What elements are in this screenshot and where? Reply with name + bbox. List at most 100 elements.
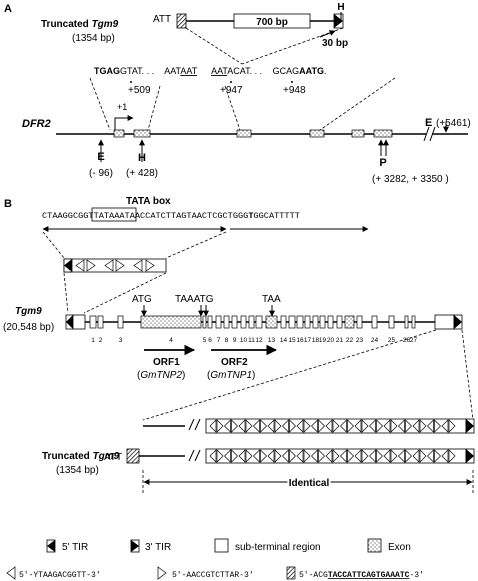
left-motif-triangle — [412, 449, 420, 463]
taa2-label: TAA — [262, 294, 281, 305]
exon-number-label: 1 — [91, 337, 95, 344]
legend-subterminal-icon — [214, 538, 229, 553]
tgm9-exon-10 — [240, 315, 247, 329]
truncated-size: (1354 bp) — [72, 33, 115, 44]
tgm9-exon-2 — [97, 315, 104, 329]
tgm9-exon-3 — [117, 315, 124, 329]
legend: 5' TIR 3' TIR sub-terminal region Exon 5… — [6, 538, 424, 580]
panel-b-letter: B — [4, 198, 12, 210]
exon-number-label: 14 — [280, 337, 288, 344]
tgm9-exon-15 — [288, 315, 296, 329]
tgm9-exon-1 — [89, 315, 97, 329]
left-motif-triangle — [209, 419, 217, 433]
left-motif-triangle — [209, 449, 217, 463]
tgm9-exon-20 — [327, 315, 334, 329]
legend-subterminal: sub-terminal region — [235, 542, 321, 553]
att-label: ATT — [153, 14, 171, 25]
exon-number-label: 13 — [268, 337, 276, 344]
e2-site-label: E — [425, 117, 432, 129]
exon-number-label: 9 — [233, 337, 237, 344]
tir-3prime-triangle — [334, 14, 343, 28]
right-motif-triangle — [405, 419, 412, 433]
truncated-subterminal — [205, 448, 475, 464]
dfr2-exon — [113, 129, 125, 138]
left-motif-triangle — [427, 419, 434, 433]
dfr2-exon — [133, 129, 151, 138]
right-motif-triangle — [390, 419, 398, 433]
p-site-pos: (+ 3282, + 3350 ) — [372, 174, 449, 185]
exon-number-label: 11 — [248, 337, 255, 344]
right-motif-triangle — [274, 419, 282, 433]
tgm9-exon-19 — [319, 315, 326, 329]
tgm9-exon-17 — [304, 315, 311, 329]
tgm9-exon-26 — [404, 315, 409, 329]
right-motif-triangle — [419, 419, 427, 433]
exon-number-label: 24 — [371, 337, 379, 344]
h-site-pos: (+ 428) — [126, 168, 158, 179]
left-motif-triangle — [354, 449, 362, 463]
right-motif-triangle — [318, 449, 325, 463]
right-motif-triangle — [434, 419, 441, 433]
left-motif-triangle — [398, 419, 405, 433]
exon-number-label: 18 — [312, 337, 320, 344]
left-motif-triangle — [369, 449, 376, 463]
orf1-label: ORF1 — [153, 357, 180, 368]
right-motif-triangle — [419, 449, 427, 463]
right-motif-triangle — [260, 449, 267, 463]
orf2-label: ORF2 — [221, 357, 248, 368]
left-motif-triangle — [427, 449, 434, 463]
bp30-label: 30 bp — [322, 38, 348, 49]
left-motif-triangle — [238, 419, 246, 433]
right-motif-triangle — [216, 449, 224, 463]
right-motif-triangle — [289, 419, 296, 433]
exon-number-label: 19 — [319, 337, 327, 344]
h-site-label: H — [138, 152, 146, 164]
tgm9-exon-23 — [356, 315, 363, 329]
tgm9-exon-24 — [371, 315, 378, 329]
exon-number-label: 12 — [255, 337, 263, 344]
tir-subterminal-zoom — [63, 258, 167, 273]
tgm9-exon-9 — [231, 315, 238, 329]
insertion-v-right — [241, 27, 344, 65]
orf2-sub: (GmTNP1) — [207, 370, 255, 381]
legend-hatch-icon — [286, 566, 296, 580]
exon-number-label: 20 — [327, 337, 335, 344]
tgm9-exon-8 — [223, 315, 230, 329]
tgm9-exon-4 — [140, 315, 202, 329]
taa-atg-label: TAAATG — [175, 294, 214, 305]
exon-number-label: 22 — [346, 337, 354, 344]
junction-sequence: TGAGGTAT. . . AATAAT AATACAT. . . GCAGAA… — [94, 66, 326, 76]
left-motif-triangle — [340, 419, 347, 433]
right-motif-triangle — [303, 449, 311, 463]
hatched-tir-block-b — [126, 448, 140, 464]
right-motif-triangle — [245, 449, 253, 463]
dfr2-exon — [309, 129, 325, 138]
left-motif-triangle — [224, 449, 231, 463]
panel-a-letter: A — [4, 3, 12, 15]
legend-exon-icon — [367, 538, 382, 553]
right-motif-triangle — [289, 449, 296, 463]
exon-number-label: 7 — [217, 337, 221, 344]
atg1-label: ATG — [132, 294, 152, 305]
exon-number-label: 26 — [403, 337, 411, 344]
tgm9-exon-5 — [202, 315, 207, 329]
left-motif-triangle — [340, 449, 347, 463]
left-motif-triangle — [311, 449, 318, 463]
tgm9-label: Tgm9 — [15, 306, 42, 317]
exon-number-label: 4 — [169, 337, 173, 344]
tata-box-outline — [91, 207, 137, 222]
right-motif-triangle — [332, 449, 340, 463]
left-motif-triangle — [296, 449, 304, 463]
legend-motif-hatch: 5'-ACGTACCATTCAGTGAAATC-3' — [299, 571, 424, 580]
legend-motif-left: 5'-YTAAGACGGTT-3' — [19, 571, 101, 580]
tss-arrow — [114, 115, 134, 130]
e-site-pos: (- 96) — [89, 168, 113, 179]
legend-5tir: 5' TIR — [62, 542, 88, 553]
legend-3tir-icon — [131, 540, 139, 552]
dfr2-exon — [351, 129, 365, 138]
exon-number-label: 23 — [356, 337, 364, 344]
pos-947: +947 — [220, 85, 243, 96]
exon-number-label: 16 — [296, 337, 304, 344]
